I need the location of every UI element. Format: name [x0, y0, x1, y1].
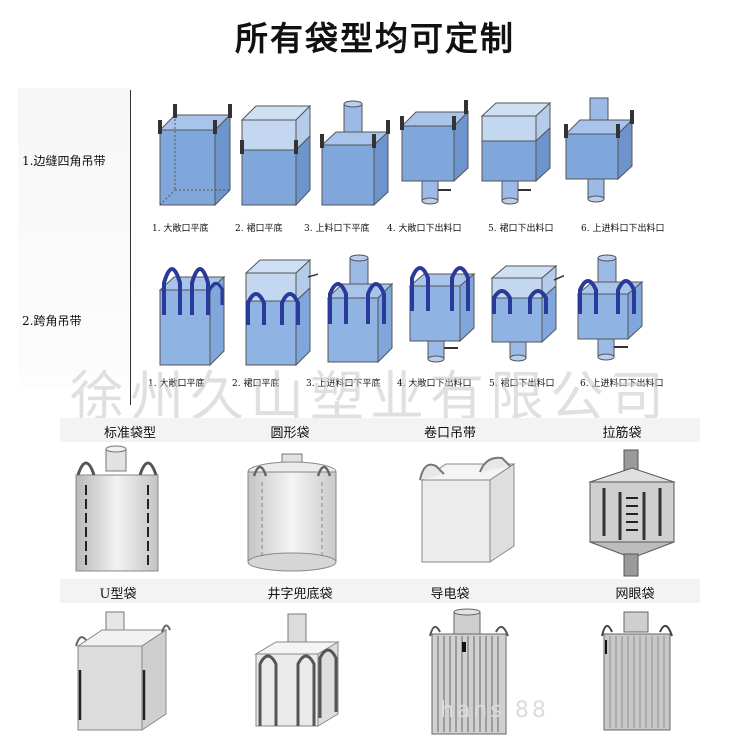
bag-row2-skirt-top-bottom-spout [484, 262, 564, 377]
gallery-title-baffle: 拉筋袋 [602, 426, 642, 441]
row2-caption-4: 4. 大敞口下出料口 [397, 379, 472, 389]
bag-row2-top-spout-bottom-spout [570, 254, 650, 374]
row-label-edge-stitched: 1.边缝四角吊带 [22, 154, 106, 168]
bag-row1-open-top-bottom-spout [396, 98, 476, 213]
company-watermark: 徐州久山塑业有限公司 [70, 365, 670, 428]
row2-caption-1: 1. 大敞口平底 [148, 379, 205, 389]
row1-caption-2: 2. 裙口平底 [235, 224, 283, 234]
watermark-logo-block [18, 88, 130, 388]
bag-row2-open-top-bottom-spout [402, 256, 482, 376]
row2-caption-2: 2. 裙口平底 [232, 379, 280, 389]
row1-caption-4: 4. 大敞口下出料口 [387, 224, 462, 234]
bag-row1-skirt-top-bottom-spout [476, 98, 556, 213]
bag-row1-top-spout-flat-bottom [316, 100, 396, 215]
gallery-row1-title-bar [60, 418, 700, 442]
gallery-bag-round [242, 450, 347, 575]
gallery-title-mesh: 网眼袋 [615, 587, 655, 602]
row2-caption-5: 5. 裙口下出料口 [489, 379, 555, 389]
gallery-bag-u-panel [70, 610, 175, 735]
bottom-watermark: hans 88 [440, 698, 549, 723]
gallery-title-u-panel: U型袋 [99, 587, 137, 602]
gallery-title-round: 圆形袋 [270, 426, 310, 441]
gallery-bag-rolled-loop [410, 450, 530, 570]
gallery-bag-standard [62, 445, 172, 575]
row2-caption-6: 6. 上进料口下出料口 [580, 379, 664, 389]
gallery-title-conductive: 导电袋 [430, 587, 470, 602]
gallery-bag-cross-bottom [246, 612, 351, 737]
row1-caption-3: 3. 上料口下平底 [304, 224, 370, 234]
row2-caption-3: 3. 上进料口下平底 [306, 379, 381, 389]
row-label-cross-corner: 2.跨角吊带 [22, 314, 82, 328]
section-divider [130, 90, 131, 405]
gallery-bag-baffle [582, 448, 682, 578]
bag-row1-open-top-flat-bottom [150, 100, 235, 215]
row1-caption-5: 5. 裙口下出料口 [488, 224, 554, 234]
gallery-bag-mesh [598, 606, 698, 736]
bag-row2-top-spout-flat-bottom [320, 252, 400, 372]
row1-caption-1: 1. 大敞口平底 [152, 224, 209, 234]
bag-row1-top-spout-bottom-spout [560, 96, 640, 211]
gallery-row2-title-bar [60, 579, 700, 603]
bag-row2-skirt-top-flat-bottom [238, 255, 318, 375]
gallery-title-rolled-loop: 卷口吊带 [423, 426, 476, 441]
row1-caption-6: 6. 上进料口下出料口 [581, 224, 665, 234]
page-title: 所有袋型均可定制 [235, 19, 515, 58]
gallery-title-standard: 标准袋型 [103, 426, 156, 441]
bag-row1-skirt-top-flat-bottom [236, 100, 316, 215]
bag-row2-open-top-flat-bottom [152, 255, 232, 375]
gallery-bag-conductive [424, 608, 524, 738]
gallery-title-cross-bottom: 井字兜底袋 [267, 587, 333, 602]
